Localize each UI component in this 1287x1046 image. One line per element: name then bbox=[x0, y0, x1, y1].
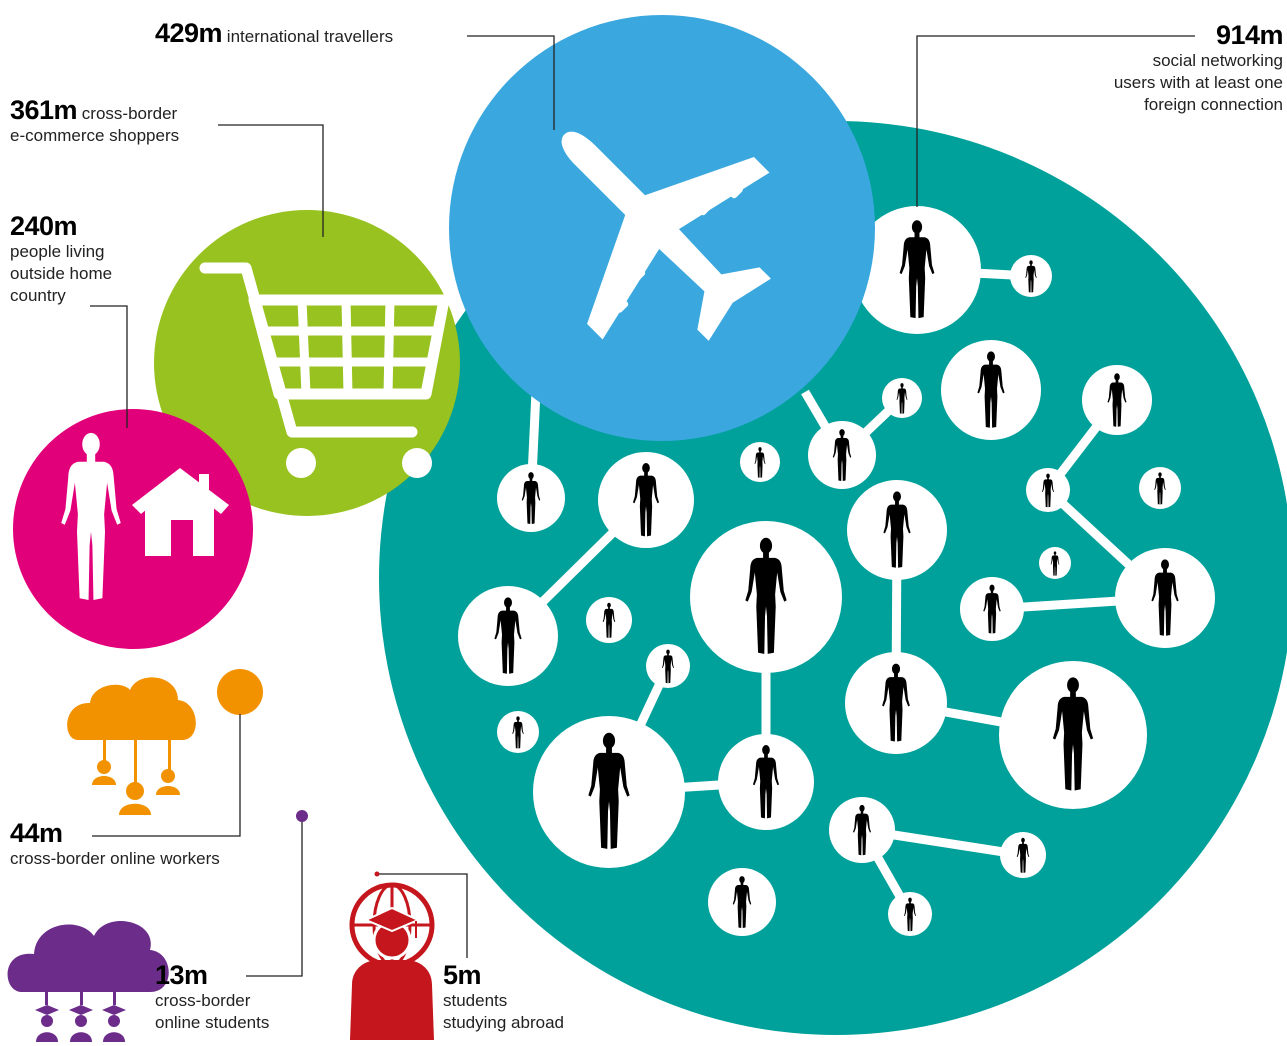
network-node bbox=[497, 711, 539, 753]
leader-lines bbox=[90, 35, 1195, 977]
network-node bbox=[1010, 255, 1052, 297]
shoppers-text-1: cross-border bbox=[81, 104, 178, 123]
leader-dot bbox=[296, 810, 308, 822]
network-node bbox=[999, 661, 1147, 809]
workers-value: 44m bbox=[10, 818, 63, 848]
network-node bbox=[847, 480, 947, 580]
social-line-3: foreign connection bbox=[1144, 95, 1283, 114]
airplane-icon bbox=[561, 131, 771, 341]
students-abroad-value: 5m bbox=[443, 960, 482, 990]
workers-label: 44m cross-border online workers bbox=[10, 818, 220, 870]
network-node bbox=[497, 464, 565, 532]
social-value: 914m bbox=[1215, 20, 1284, 50]
expats-circle bbox=[13, 409, 253, 649]
network-node bbox=[882, 378, 922, 418]
network-node bbox=[718, 734, 814, 830]
network-node bbox=[941, 340, 1041, 440]
network-node bbox=[690, 521, 842, 673]
online-students-line-2: online students bbox=[155, 1013, 270, 1032]
students-abroad-line-2: studying abroad bbox=[443, 1013, 564, 1032]
globe-graduate-icon bbox=[349, 882, 435, 1040]
workers-text: cross-border online workers bbox=[10, 849, 220, 868]
cloud-graduates-icon bbox=[7, 921, 169, 1042]
social-label: 914m social networking users with at lea… bbox=[1113, 20, 1284, 116]
network-node bbox=[960, 577, 1024, 641]
expats-value: 240m bbox=[10, 211, 78, 241]
network-node bbox=[1039, 547, 1071, 579]
students-abroad-label: 5m students studying abroad bbox=[443, 960, 564, 1034]
expats-line-1: people living bbox=[10, 242, 105, 261]
network-node bbox=[1115, 548, 1215, 648]
network-node bbox=[598, 452, 694, 548]
expats-line-3: country bbox=[10, 286, 66, 305]
network-node bbox=[1082, 365, 1152, 435]
leader-dot bbox=[374, 871, 380, 877]
shoppers-label: 361m cross-border e-commerce shoppers bbox=[10, 95, 179, 147]
shoppers-text-2: e-commerce shoppers bbox=[10, 126, 180, 145]
shoppers-value: 361m bbox=[10, 95, 78, 125]
online-students-label: 13m cross-border online students bbox=[155, 960, 269, 1034]
social-line-2: users with at least one bbox=[1113, 73, 1283, 92]
network-node bbox=[646, 644, 690, 688]
expats-line-2: outside home bbox=[10, 264, 113, 283]
travellers-text: international travellers bbox=[226, 27, 394, 46]
cloud-workers-icon bbox=[67, 669, 263, 815]
house-icon bbox=[132, 468, 229, 556]
students-abroad-line-1: students bbox=[443, 991, 508, 1010]
network-node bbox=[533, 716, 685, 868]
network-node bbox=[853, 206, 981, 334]
network-node bbox=[1139, 467, 1181, 509]
online-students-value: 13m bbox=[155, 960, 208, 990]
network-node bbox=[1000, 832, 1046, 878]
network-node bbox=[888, 892, 932, 936]
network-node bbox=[808, 421, 876, 489]
network-nodes bbox=[458, 206, 1215, 936]
network-node bbox=[458, 586, 558, 686]
online-students-line-1: cross-border bbox=[155, 991, 251, 1010]
network-node bbox=[586, 597, 632, 643]
travellers-label: 429m international travellers bbox=[155, 18, 393, 48]
travellers-value: 429m bbox=[155, 18, 223, 48]
shopping-cart-icon bbox=[199, 262, 450, 478]
network-node bbox=[845, 652, 947, 754]
network-node bbox=[740, 442, 780, 482]
network-node bbox=[829, 797, 895, 863]
expats-label: 240m people living outside home country bbox=[10, 211, 112, 307]
network-node bbox=[708, 868, 776, 936]
network-node bbox=[1026, 468, 1070, 512]
social-line-1: social networking bbox=[1152, 51, 1283, 70]
